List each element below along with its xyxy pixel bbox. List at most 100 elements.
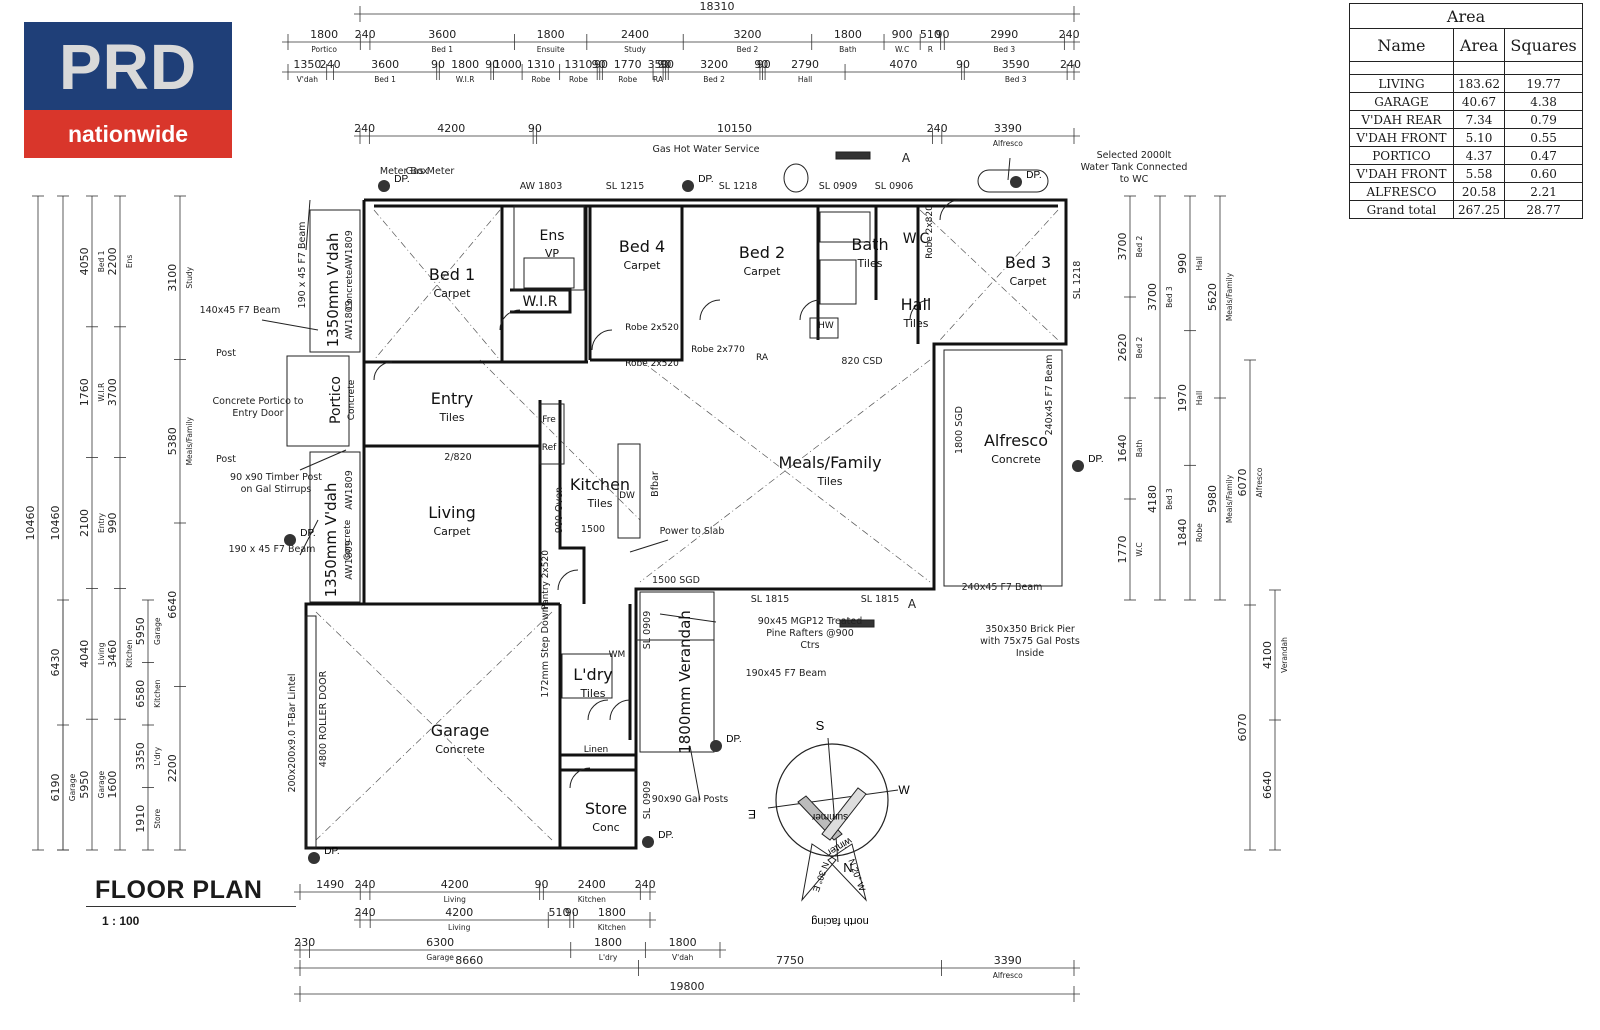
annotation: 90x90 Gal Posts (652, 794, 729, 805)
north-facing-arrow (827, 843, 867, 902)
leader-line (659, 613, 717, 623)
door-swing (569, 767, 591, 789)
room-name: Living (428, 503, 476, 522)
dimension-value: 350 (648, 58, 669, 71)
fixture-label: Robe 2x820 (925, 205, 935, 259)
dimension-value: 3200 (733, 28, 761, 41)
fixture-label: HW (818, 321, 834, 331)
dimension-sublabel: Hall (1195, 391, 1204, 405)
logo-tagline: nationwide (24, 110, 232, 158)
annotation: with 75x75 Gal Posts (980, 636, 1080, 647)
room-finish: Tiles (857, 257, 883, 270)
dimension-sublabel: Portico (311, 45, 337, 54)
dimension-sublabel: W.I.R (97, 383, 106, 402)
room-finish: Carpet (433, 525, 471, 538)
dimension-sublabel: Garage (426, 953, 454, 962)
dimension-value: 3700 (1146, 283, 1159, 311)
dimension-value: 90 (754, 58, 768, 71)
door-swing (587, 699, 609, 721)
dimension-sublabel: Bed 2 (1135, 336, 1144, 358)
dimension-value: 2200 (166, 754, 179, 782)
dimension-sublabel: Living (444, 895, 467, 904)
dimension-value: 1770 (1116, 536, 1129, 564)
dimension-sublabel: Study (185, 266, 194, 288)
section-mark: A (908, 597, 917, 611)
dimension-value: 4200 (445, 906, 473, 919)
leader-line (629, 539, 669, 553)
dimension-sublabel: W.C (1135, 542, 1144, 556)
dimension-value: 1800 (310, 28, 338, 41)
door-swing (591, 329, 613, 351)
dimension-value: 4070 (889, 58, 917, 71)
room-finish: Conc (592, 821, 619, 834)
door-swing (699, 299, 721, 321)
dimension-value: 1800 (598, 906, 626, 919)
dimension-value: 230 (294, 936, 315, 949)
leader-line (1007, 157, 1011, 181)
dimension-sublabel: Ens (125, 255, 134, 268)
annotation: 172mm Step Down (540, 606, 551, 697)
dimension-value: 240 (927, 122, 948, 135)
dimension-value: 1000 (494, 58, 522, 71)
prd-logo: PRD nationwide (24, 22, 232, 158)
annotation: Power to Slab (660, 526, 725, 537)
dimension-value: 240 (635, 878, 656, 891)
dimension-value: 6190 (49, 774, 62, 802)
opening-label: AW1809 (344, 230, 355, 270)
fixture-label: Robe 2x520 (625, 323, 679, 333)
leader-line (299, 449, 347, 471)
dimension-sublabel: Bed 3 (1005, 75, 1027, 84)
dimension-value: 1800 (451, 58, 479, 71)
dimension-value: 1800 (594, 936, 622, 949)
dimension-value: 90 (534, 878, 548, 891)
fixture-label: Fre (542, 415, 556, 425)
dimension-value: 2400 (621, 28, 649, 41)
area-table-caption: Area (1349, 3, 1583, 29)
opening-label: SL 1218 (1072, 261, 1083, 300)
dimension-sublabel: Bed 3 (1165, 286, 1174, 308)
dimension-sublabel: Hall (798, 75, 812, 84)
dimension-sublabel: V'dah (297, 75, 319, 84)
section-bar (839, 619, 875, 628)
compass-north-facing: north facing (811, 915, 868, 927)
leader-line (261, 319, 319, 331)
area-squares-cell: 0.47 (1504, 146, 1583, 165)
annotation: Entry Door (232, 408, 283, 419)
opening-label: SL 1215 (606, 181, 645, 192)
dimension-sublabel: Meals/Family (1225, 474, 1234, 523)
annotation: Ctrs (800, 640, 819, 651)
compass-circle (775, 743, 889, 857)
dimension-value: 240 (355, 906, 376, 919)
dimension-sublabel: Entry (97, 512, 106, 533)
dimension-value: 90 (528, 122, 542, 135)
dimension-sublabel: RA (653, 75, 664, 84)
dimension-value: 6070 (1236, 714, 1249, 742)
dimension-sublabel: Verandah (1280, 637, 1289, 673)
compass-n20w: N 20° W (846, 857, 867, 892)
door-swing (939, 199, 961, 221)
dimension-sublabel: Bed 3 (1165, 488, 1174, 510)
annotation: Concrete Portico to (213, 396, 304, 407)
annotation: 4800 ROLLER DOOR (318, 670, 329, 767)
roof-hatch-line (639, 359, 931, 583)
area-value-cell: 7.34 (1452, 110, 1506, 129)
dimension-value: 3600 (371, 58, 399, 71)
downpipe-marker (378, 180, 390, 192)
annotation: Water Tank Connected (1081, 162, 1188, 173)
area-name-cell: LIVING (1349, 74, 1454, 93)
dimension-sublabel: Alfresco (993, 139, 1023, 148)
room-finish: Carpet (743, 265, 781, 278)
dimension-value: 3200 (700, 58, 728, 71)
downpipe-marker (284, 534, 296, 546)
dimension-value: 4180 (1146, 485, 1159, 513)
area-value-cell: 267.25 (1452, 200, 1506, 219)
dimension-sublabel: Study (624, 45, 646, 54)
fixture-label: Linen (584, 745, 608, 755)
annotation: Post (216, 454, 236, 465)
hot-water-unit (809, 317, 839, 339)
door-swing (609, 699, 631, 721)
room-name: Portico (328, 376, 344, 424)
door-swing (557, 569, 579, 591)
room-finish: Concrete (343, 519, 353, 560)
